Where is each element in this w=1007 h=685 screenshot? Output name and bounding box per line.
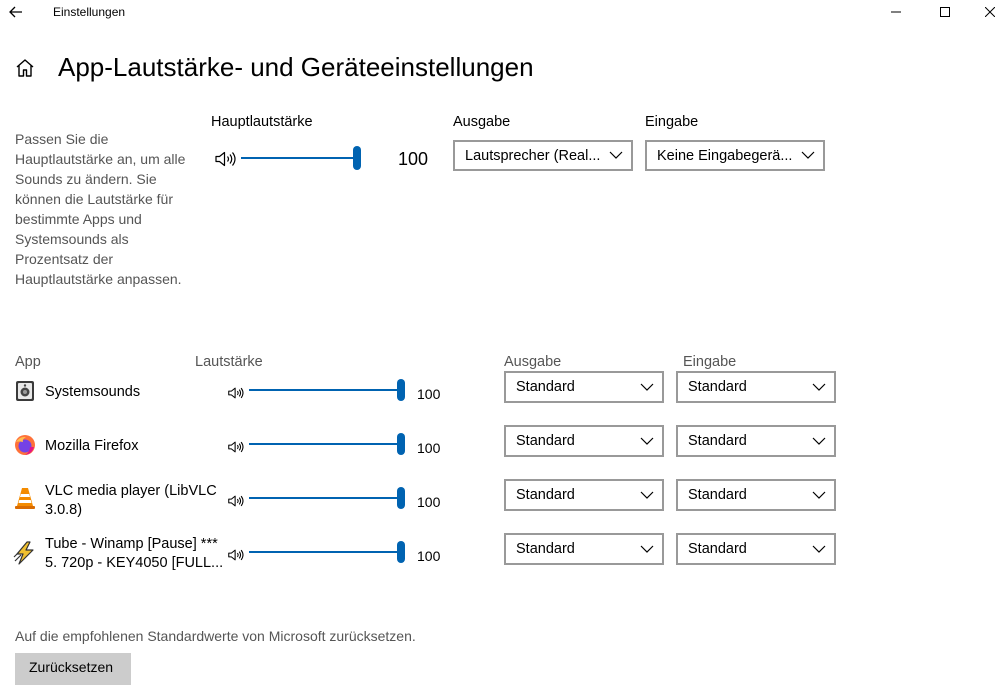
app-volume-value: 100 — [417, 494, 441, 510]
app-volume-value: 100 — [417, 440, 441, 456]
app-input-value: Standard — [688, 487, 747, 503]
reset-button[interactable]: Zurücksetzen — [15, 653, 131, 685]
maximize-button[interactable] — [922, 0, 968, 24]
app-name: VLC media player (LibVLC 3.0.8) — [45, 483, 217, 518]
app-output-dropdown[interactable]: Standard — [504, 371, 664, 403]
home-icon — [16, 59, 34, 77]
column-header-volume: Lautstärke — [195, 354, 263, 370]
chevron-down-icon — [609, 151, 623, 159]
app-speaker-button[interactable] — [228, 494, 246, 513]
app-output-value: Standard — [516, 379, 575, 395]
app-output-value: Standard — [516, 541, 575, 557]
page-title: App-Lautstärke- und Geräteeinstellungen — [58, 52, 534, 82]
master-volume-value: 100 — [398, 149, 429, 169]
minimize-icon — [891, 11, 901, 13]
app-volume-slider[interactable] — [249, 487, 405, 511]
master-output-value: Lautsprecher (Real... — [465, 148, 601, 164]
slider-thumb[interactable] — [397, 433, 405, 455]
chevron-down-icon — [812, 545, 826, 553]
vlc-icon — [14, 486, 36, 509]
chevron-down-icon — [640, 545, 654, 553]
chevron-down-icon — [640, 437, 654, 445]
firefox-icon — [14, 434, 36, 456]
home-button[interactable] — [14, 57, 36, 79]
app-volume-value: 100 — [417, 386, 441, 402]
app-input-dropdown[interactable]: Standard — [676, 425, 836, 457]
app-name: Mozilla Firefox — [45, 438, 139, 454]
app-input-dropdown[interactable]: Standard — [676, 371, 836, 403]
master-input-label: Eingabe — [645, 114, 699, 130]
back-arrow-icon — [9, 6, 22, 18]
master-volume-label: Hauptlautstärke — [211, 114, 313, 130]
master-output-dropdown[interactable]: Lautsprecher (Real... — [453, 140, 633, 171]
chevron-down-icon — [812, 437, 826, 445]
column-header-app: App — [15, 354, 41, 370]
back-button[interactable] — [6, 3, 26, 21]
app-input-dropdown[interactable]: Standard — [676, 479, 836, 511]
speaker-icon — [228, 387, 244, 399]
minimize-button[interactable] — [873, 0, 919, 24]
slider-thumb[interactable] — [353, 146, 361, 170]
app-speaker-button[interactable] — [228, 440, 246, 459]
app-volume-slider[interactable] — [249, 541, 405, 565]
app-output-dropdown[interactable]: Standard — [504, 479, 664, 511]
chevron-down-icon — [640, 383, 654, 391]
app-speaker-button[interactable] — [228, 386, 246, 405]
app-volume-slider[interactable] — [249, 379, 405, 403]
slider-thumb[interactable] — [397, 487, 405, 509]
system-sounds-icon — [14, 380, 36, 402]
app-input-dropdown[interactable]: Standard — [676, 533, 836, 565]
master-input-value: Keine Eingabegerä... — [657, 148, 793, 164]
master-output-label: Ausgabe — [453, 114, 511, 130]
app-output-dropdown[interactable]: Standard — [504, 425, 664, 457]
chevron-down-icon — [801, 151, 815, 159]
app-output-dropdown[interactable]: Standard — [504, 533, 664, 565]
app-name: Tube - Winamp [Pause] *** 5. 720p - KEY4… — [45, 536, 224, 571]
maximize-icon — [940, 7, 950, 17]
chevron-down-icon — [812, 383, 826, 391]
window-title: Einstellungen — [53, 5, 126, 19]
page-description: Passen Sie die Hauptlautstärke an, um al… — [15, 131, 186, 287]
app-input-value: Standard — [688, 379, 747, 395]
app-input-value: Standard — [688, 433, 747, 449]
speaker-icon — [228, 441, 244, 453]
app-volume-value: 100 — [417, 548, 441, 564]
chevron-down-icon — [640, 491, 654, 499]
slider-thumb[interactable] — [397, 379, 405, 401]
reset-description: Auf die empfohlenen Standardwerte von Mi… — [15, 628, 416, 644]
close-icon — [985, 7, 995, 17]
master-input-dropdown[interactable]: Keine Eingabegerä... — [645, 140, 825, 171]
speaker-icon — [215, 151, 236, 167]
app-output-value: Standard — [516, 487, 575, 503]
slider-thumb[interactable] — [397, 541, 405, 563]
app-output-value: Standard — [516, 433, 575, 449]
master-volume-slider[interactable] — [241, 146, 361, 170]
close-button[interactable] — [967, 0, 1007, 24]
app-speaker-button[interactable] — [228, 548, 246, 567]
reset-button-label: Zurücksetzen — [29, 659, 114, 675]
winamp-icon — [13, 541, 35, 565]
app-input-value: Standard — [688, 541, 747, 557]
master-speaker-button[interactable] — [215, 150, 239, 173]
title-bar: Einstellungen — [0, 0, 1007, 26]
app-name: Systemsounds — [45, 384, 141, 400]
app-volume-slider[interactable] — [249, 433, 405, 457]
column-header-input: Eingabe — [683, 354, 737, 370]
speaker-icon — [228, 495, 244, 507]
column-header-output: Ausgabe — [504, 354, 562, 370]
speaker-icon — [228, 549, 244, 561]
chevron-down-icon — [812, 491, 826, 499]
